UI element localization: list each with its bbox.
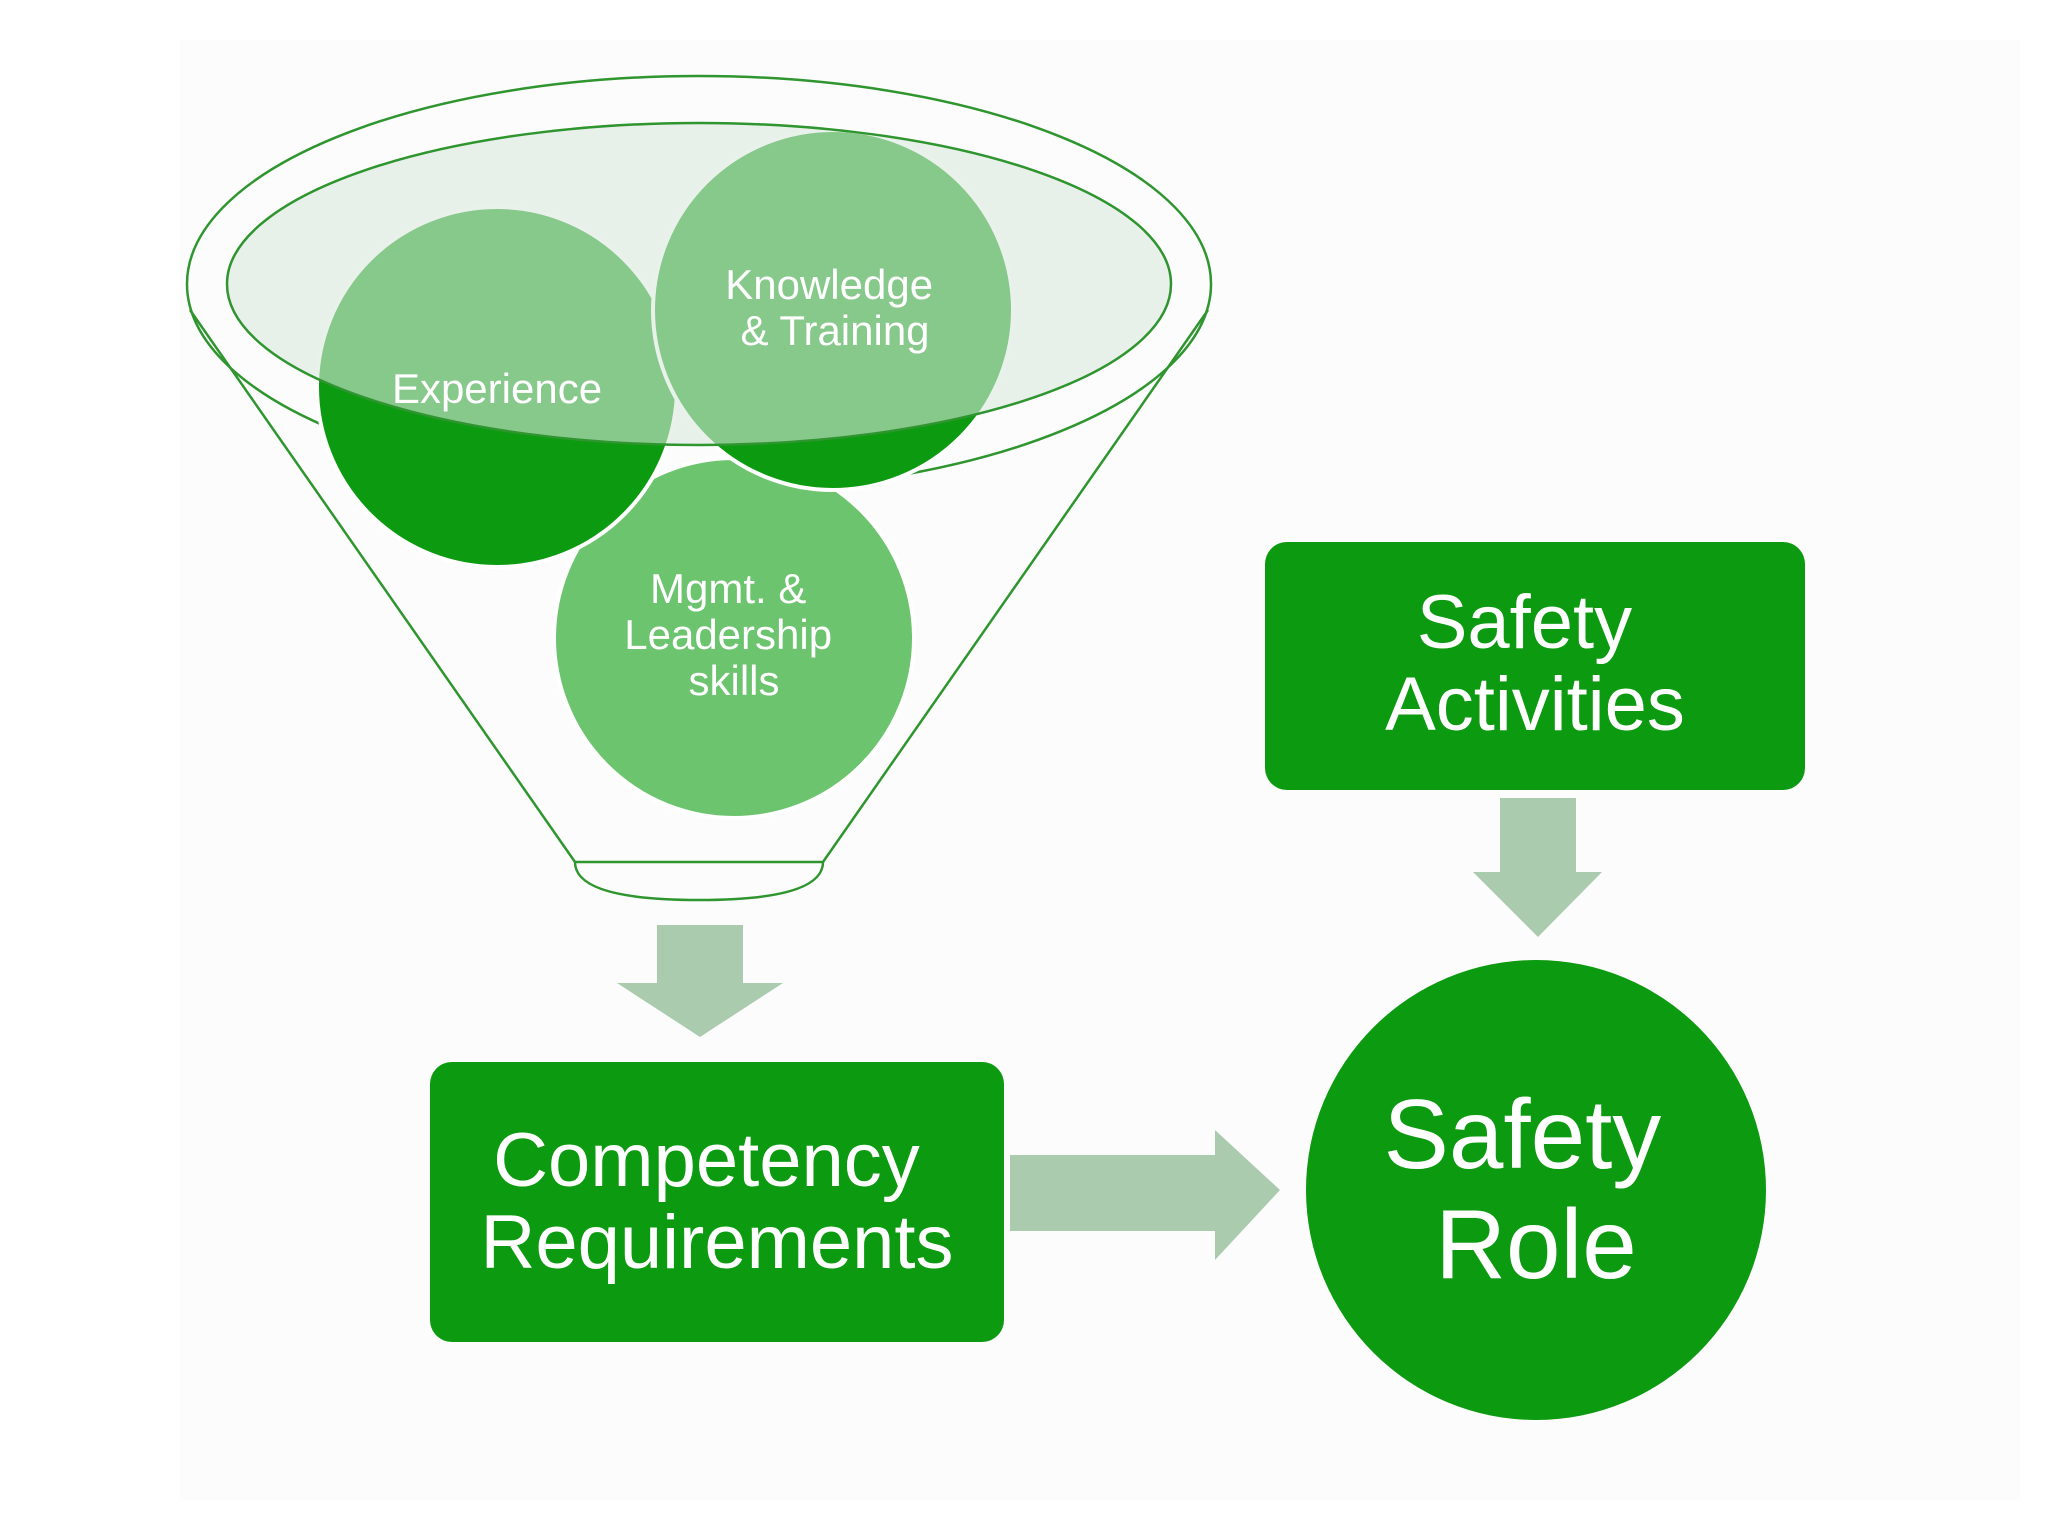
funnel-sides	[188, 309, 1210, 864]
safety-activities-box	[1265, 542, 1805, 790]
knowledge-label: Knowledge & Training	[725, 261, 945, 354]
funnel-spout	[573, 861, 825, 902]
funnel-rim-inner	[225, 121, 1173, 447]
safety-activities-label: Safety Activities	[1385, 580, 1685, 747]
competency-box	[430, 1062, 1004, 1342]
safety-role-circle	[1306, 960, 1766, 1420]
safety-role-label: Safety Role	[1383, 1079, 1688, 1299]
right-arrow	[1010, 1130, 1280, 1260]
competency-label: Competency Requirements	[480, 1118, 953, 1285]
experience-label: Experience	[392, 365, 602, 412]
down-arrow-funnel	[617, 925, 783, 1037]
mgmt-label: Mgmt. & Leadership skills	[624, 565, 844, 704]
down-arrow-activities	[1473, 798, 1602, 937]
